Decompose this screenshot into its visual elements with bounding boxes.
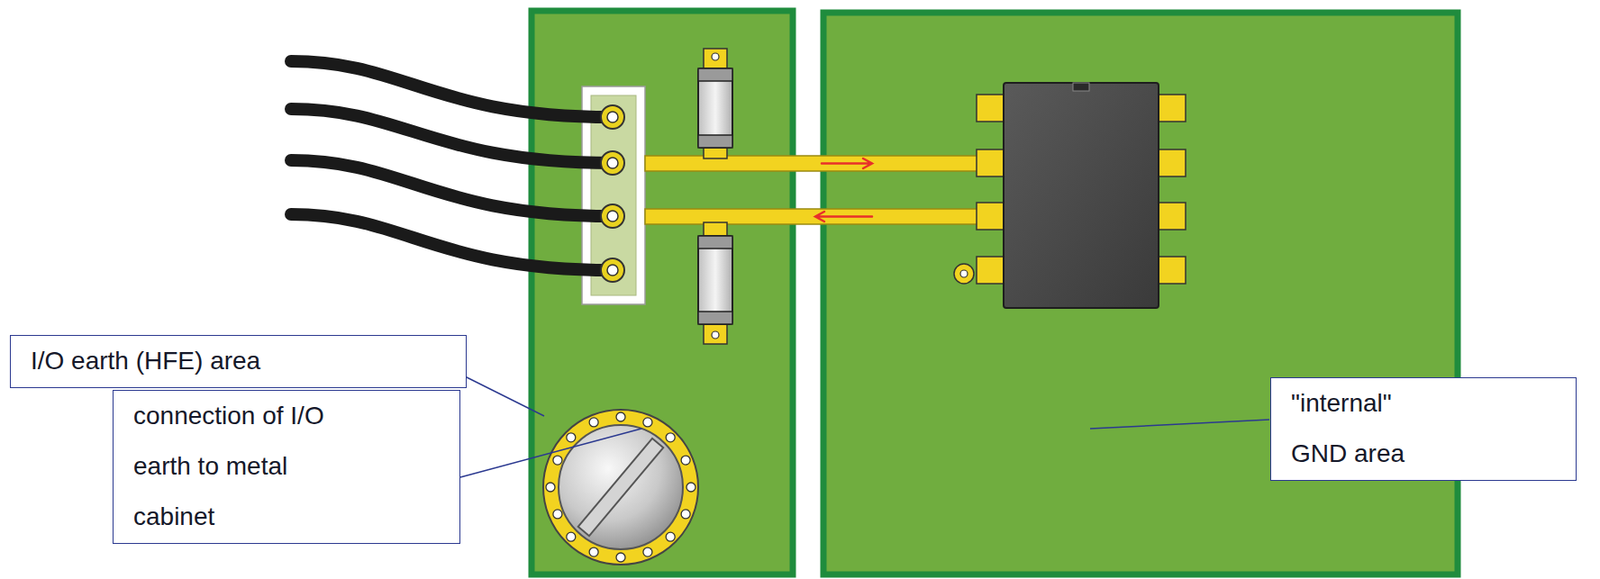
leader-line [460,428,642,478]
pin-ring [600,204,625,228]
wire [290,109,613,164]
via-hole [553,455,563,465]
leader-line [464,376,545,417]
callout-text: connection of I/O earth to metal cabinet [133,390,325,543]
callout-box: I/O earth (HFE) area [9,335,467,389]
ic-chip [1003,82,1159,309]
screw-ring [543,409,699,565]
capacitor-cap [698,311,733,325]
via-hole [711,331,719,339]
capacitor-pad [703,48,728,71]
via-pad [954,263,974,284]
via-hole [960,270,968,278]
cable-wires [290,61,613,271]
connector-pins [600,105,625,282]
capacitor-cap [698,135,733,148]
signal-trace [645,155,1008,172]
screw-head [558,425,683,550]
capacitor-body [698,236,733,325]
callout-box: "internal" GND area [1270,377,1577,482]
current-arrow [821,158,873,169]
via-hole [711,53,719,61]
via-hole [616,412,626,422]
via-hole [665,532,675,542]
via-hole [616,553,626,563]
via-hole [643,547,653,557]
via-hole [665,433,675,443]
via-hole [553,509,563,519]
pin-ring [600,258,625,282]
via-hole [681,455,691,465]
screw-slot [578,438,664,537]
wire [290,160,613,217]
screw-slot [578,438,664,537]
io-earth-board [531,10,793,575]
via-hole [545,482,555,492]
pin-hole [607,210,619,222]
capacitor-cap [698,68,733,82]
via-hole [566,433,576,443]
leader-lines [460,376,1270,478]
callout-text: "internal" GND area [1290,378,1446,480]
pin-hole [607,157,619,169]
earth-screw [543,409,699,565]
via-hole [589,547,599,557]
pin-hole [607,111,619,123]
via-hole [566,532,576,542]
via-hole [681,509,691,519]
via-hole [686,482,696,492]
wire [290,214,613,271]
signal-trace [645,209,1008,225]
capacitor-symbol [698,222,733,345]
leader-line [1090,419,1270,429]
via-hole [589,418,599,428]
pin-ring [600,105,625,129]
callout-text: I/O earth (HFE) area [30,336,446,387]
callout-box: connection of I/O earth to metal cabinet [112,390,461,545]
pin-ring [600,151,625,175]
capacitor-body [698,68,733,148]
via-hole [643,418,653,428]
pin-hole [607,264,619,276]
current-arrows [815,158,873,222]
internal-gnd-board [823,12,1458,575]
capacitor-symbol [698,48,733,159]
ic-notch [1072,82,1090,91]
current-arrow [815,211,873,222]
capacitor-cap [698,236,733,249]
